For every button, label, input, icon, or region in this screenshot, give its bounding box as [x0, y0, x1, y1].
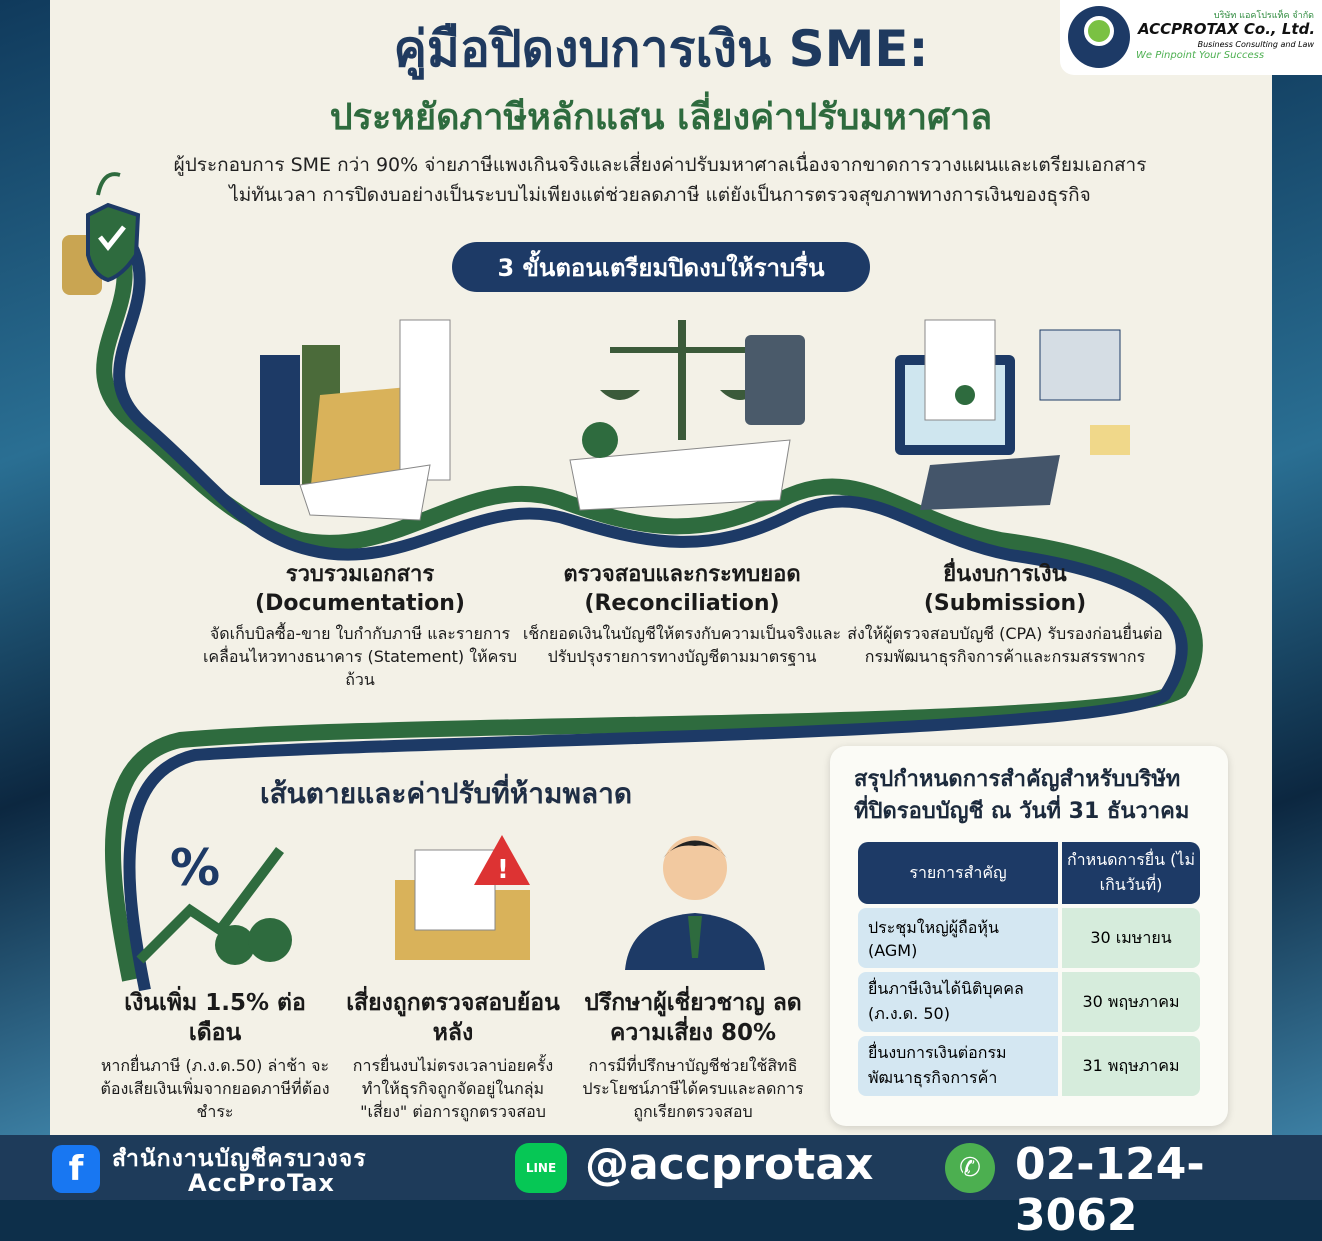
intro-line: ผู้ประกอบการ SME กว่า 90% จ่ายภาษีแพงเกิ…: [173, 154, 1147, 176]
percent-growth-icon: %: [136, 839, 292, 965]
footer-bar: f สำนักงานบัญชีครบวงจร AccProTax LINE @a…: [0, 1135, 1322, 1241]
table-cell: ยื่นงบการเงินต่อกรมพัฒนาธุรกิจการค้า: [858, 1036, 1058, 1096]
table-header: รายการสำคัญ: [858, 842, 1058, 904]
svg-text:!: !: [497, 855, 509, 885]
step-subtitle: (Reconciliation): [584, 591, 780, 616]
phone-number[interactable]: 02-124-3062: [1015, 1139, 1205, 1241]
scale-calculator-icon: [569, 320, 805, 511]
table-cell: ยื่นภาษีเงินได้นิติบุคคล (ภ.ง.ด. 50): [858, 972, 1058, 1032]
logo-tagline: Business Consulting and Law: [1197, 40, 1314, 49]
intro-line: ไม่ทันเวลา การปิดงบอย่างเป็นระบบไม่เพียง…: [229, 184, 1091, 206]
computer-submit-icon: [895, 319, 1130, 510]
table-row: ยื่นภาษีเงินได้นิติบุคคล (ภ.ง.ด. 50)30 พ…: [858, 972, 1200, 1032]
step-subtitle: (Documentation): [255, 591, 465, 616]
penalty-desc: หากยื่นภาษี (ภ.ง.ด.50) ล่าช้า จะต้องเสีย…: [100, 1056, 330, 1121]
penalty-title: เสี่ยงถูกตรวจสอบย้อนหลัง: [346, 990, 560, 1046]
page-title: คู่มือปิดงบการเงิน SME:: [393, 20, 929, 78]
consultant-icon: [625, 836, 765, 970]
penalty-title: เงินเพิ่ม 1.5% ต่อเดือน: [124, 990, 306, 1046]
deadline-table: รายการสำคัญกำหนดการยื่น (ไม่เกินวันที่) …: [854, 838, 1204, 1100]
logo-slogan: We Pinpoint Your Success: [1136, 50, 1265, 61]
step-reconciliation: ตรวจสอบและกระทบยอด (Reconciliation) เช็กยอ…: [522, 560, 842, 668]
background-right: [1262, 0, 1322, 1135]
step-title: ตรวจสอบและกระทบยอด: [563, 562, 801, 587]
step-desc: เช็กยอดเงินในบัญชีให้ตรงกับความเป็นจริงแ…: [522, 624, 842, 666]
intro-text: ผู้ประกอบการ SME กว่า 90% จ่ายภาษีแพงเกิ…: [120, 150, 1200, 210]
table-cell: 31 พฤษภาคม: [1062, 1036, 1200, 1096]
line-id[interactable]: @accprotax: [585, 1139, 874, 1190]
phone-icon: ✆: [945, 1143, 995, 1193]
step-desc: ส่งให้ผู้ตรวจสอบบัญชี (CPA) รับรองก่อนยื…: [847, 624, 1163, 666]
penalties-title: เส้นตายและค่าปรับที่ห้ามพลาด: [260, 777, 633, 810]
table-row: ประชุมใหญ่ผู้ถือหุ้น (AGM)30 เมษายน: [858, 908, 1200, 968]
table-cell: ประชุมใหญ่ผู้ถือหุ้น (AGM): [858, 908, 1058, 968]
step-title: ยื่นงบการเงิน: [943, 562, 1067, 587]
company-logo: บริษัท แอคโปรแท็ค จำกัด ACCPROTAX Co., L…: [1060, 0, 1322, 75]
footer-office: สำนักงานบัญชีครบวงจร: [112, 1146, 367, 1172]
penalty-desc: การยื่นงบไม่ตรงเวลาบ่อยครั้ง ทำให้ธุรกิจ…: [352, 1056, 554, 1121]
footer-brand: AccProTax: [188, 1169, 335, 1197]
step-subtitle: (Submission): [923, 591, 1087, 616]
summary-title: สรุปกำหนดการสำคัญสำหรับบริษัทที่ปิดรอบบั…: [854, 764, 1189, 828]
folder-warning-icon: !: [395, 835, 530, 960]
folder-documents-icon: [260, 319, 451, 521]
penalty-surcharge: เงินเพิ่ม 1.5% ต่อเดือนหากยื่นภาษี (ภ.ง.…: [100, 988, 330, 1123]
summary-title-line: สรุปกำหนดการสำคัญสำหรับบริษัท: [854, 767, 1181, 792]
logo-mark-icon: [1068, 6, 1130, 68]
steps-banner: 3 ขั้นตอนเตรียมปิดงบให้ราบรื่น: [452, 242, 870, 292]
page-subtitle: ประหยัดภาษีหลักแสน เลี่ยงค่าปรับมหาศาล: [329, 97, 993, 138]
penalty-audit-risk: เสี่ยงถูกตรวจสอบย้อนหลังการยื่นงบไม่ตรงเ…: [338, 988, 568, 1123]
facebook-icon[interactable]: f: [52, 1145, 100, 1193]
deadline-summary-card: สรุปกำหนดการสำคัญสำหรับบริษัทที่ปิดรอบบั…: [830, 746, 1228, 1126]
line-icon[interactable]: LINE: [515, 1143, 567, 1193]
penalty-desc: การมีที่ปรึกษาบัญชีช่วยใช้สิทธิประโยชน์ภ…: [582, 1056, 804, 1121]
table-cell: 30 พฤษภาคม: [1062, 972, 1200, 1032]
table-cell: 30 เมษายน: [1062, 908, 1200, 968]
step-documentation: รวบรวมเอกสาร (Documentation) จัดเก็บบิลซื้…: [200, 560, 520, 691]
coins-shield-icon: [58, 165, 148, 309]
winding-ribbon: [96, 225, 1203, 992]
step-desc: จัดเก็บบิลซื้อ-ขาย ใบกำกับภาษี และรายการ…: [202, 624, 518, 689]
penalty-title: ปรึกษาผู้เชี่ยวชาญ ลดความเสี่ยง 80%: [584, 990, 802, 1046]
summary-title-line: ที่ปิดรอบบัญชี ณ วันที่ 31 ธันวาคม: [854, 799, 1190, 824]
step-submission: ยื่นงบการเงิน (Submission) ส่งให้ผู้ตรวจสอ…: [845, 560, 1165, 668]
table-header: กำหนดการยื่น (ไม่เกินวันที่): [1062, 842, 1200, 904]
step-title: รวบรวมเอกสาร: [285, 562, 435, 587]
logo-name: ACCPROTAX Co., Ltd.: [1138, 20, 1316, 38]
penalty-consult: ปรึกษาผู้เชี่ยวชาญ ลดความเสี่ยง 80% การมี…: [578, 988, 808, 1123]
svg-text:%: %: [170, 839, 220, 897]
logo-thai: บริษัท แอคโปรแท็ค จำกัด: [1213, 11, 1314, 21]
